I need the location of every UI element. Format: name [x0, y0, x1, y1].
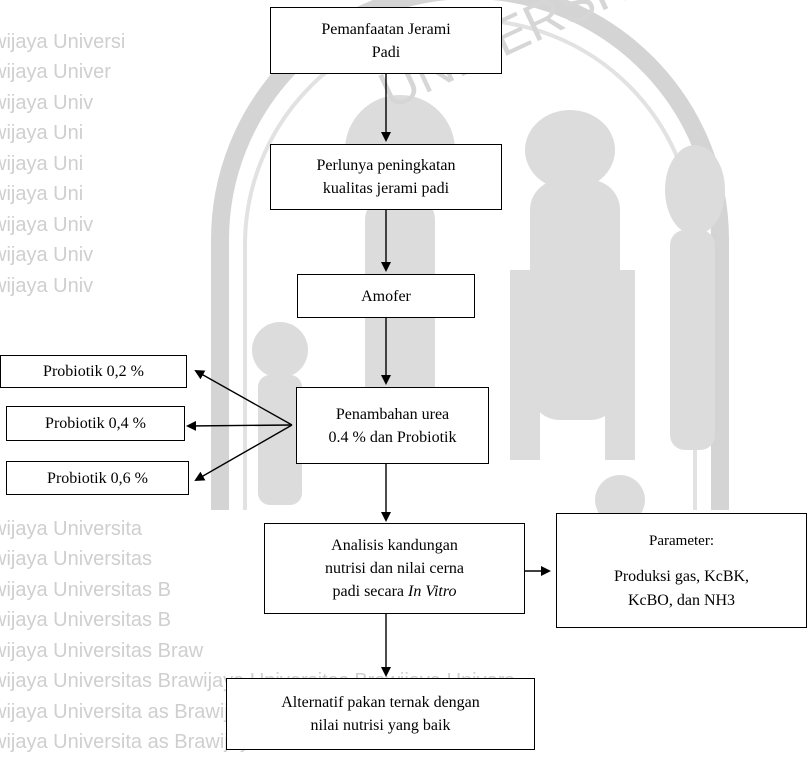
box-line: Amofer [361, 287, 411, 305]
box-line: Perlunya peningkatan [316, 157, 456, 174]
watermark-line: wijaya Univ [0, 92, 94, 114]
parameter-line: KcBO, dan NH3 [627, 591, 736, 609]
box-line: Padi [371, 43, 401, 61]
box-line-italic: In Vitro [408, 583, 457, 600]
step-box-quality-improvement: Perlunya peningkatan kualitas jerami pad… [270, 144, 502, 210]
parameter-box: Parameter: Produksi gas, KcBK, KcBO, dan… [556, 513, 807, 628]
arrow-to-probiotic-2 [186, 420, 293, 431]
box-line: Penambahan urea [335, 405, 450, 423]
watermark-line: wijaya Universita [0, 518, 143, 540]
step-box-alternative-feed: Alternatif pakan ternak dengan nilai nut… [226, 678, 535, 750]
watermark-line: wijaya Universitas B [0, 609, 171, 631]
watermark-line: wijaya Uni [0, 122, 84, 144]
box-line: nutrisi dan nilai cerna [324, 560, 465, 577]
step-box-analysis: Analisis kandungan nutrisi dan nilai cer… [264, 523, 525, 614]
watermark-line: wijaya Uni [0, 183, 84, 205]
watermark-line: wijaya Universitas Braw [0, 640, 204, 662]
parameter-title: Parameter: [649, 532, 714, 549]
watermark-line: wijaya Univ [0, 275, 94, 297]
box-line: Pemanfaatan Jerami [321, 20, 451, 38]
probiotic-label: Probiotik 0,2 % [43, 363, 144, 380]
arrow-to-probiotic-3 [194, 424, 293, 481]
box-line: 0.4 % dan Probiotik [328, 428, 457, 446]
box-line: Analisis kandungan [331, 537, 458, 554]
watermark-line: wijaya Universitas B [0, 579, 171, 601]
box-line: padi secara In Vitro [333, 580, 457, 603]
step-box-urea-probiotic: Penambahan urea 0.4 % dan Probiotik [296, 387, 489, 464]
probiotic-box-0-4: Probiotik 0,4 % [6, 406, 185, 441]
box-line: nilai nutrisi yang baik [310, 717, 451, 734]
probiotic-label: Probiotik 0,6 % [47, 469, 148, 487]
step-box-amofer: Amofer [297, 274, 475, 318]
box-line: kualitas jerami padi [322, 180, 450, 197]
probiotic-label: Probiotik 0,4 % [45, 415, 146, 432]
watermark-line: wijaya Universitas [0, 548, 153, 570]
watermark-line: wijaya Universi [0, 31, 126, 53]
probiotic-box-0-2: Probiotik 0,2 % [0, 355, 187, 388]
watermark-line: wijaya Univ [0, 244, 94, 266]
arrow-to-probiotic-1 [194, 370, 293, 426]
probiotic-box-0-6: Probiotik 0,6 % [6, 461, 189, 495]
box-line-text: padi secara [332, 583, 409, 600]
watermark-line: wijaya Univ [0, 214, 94, 236]
watermark-line: wijaya Univer [0, 61, 111, 83]
watermark-line: wijaya Uni [0, 153, 84, 175]
parameter-line: Produksi gas, KcBK, [613, 567, 750, 585]
box-line: Alternatif pakan ternak dengan [281, 694, 480, 711]
step-box-utilization: Pemanfaatan Jerami Padi [270, 7, 502, 74]
